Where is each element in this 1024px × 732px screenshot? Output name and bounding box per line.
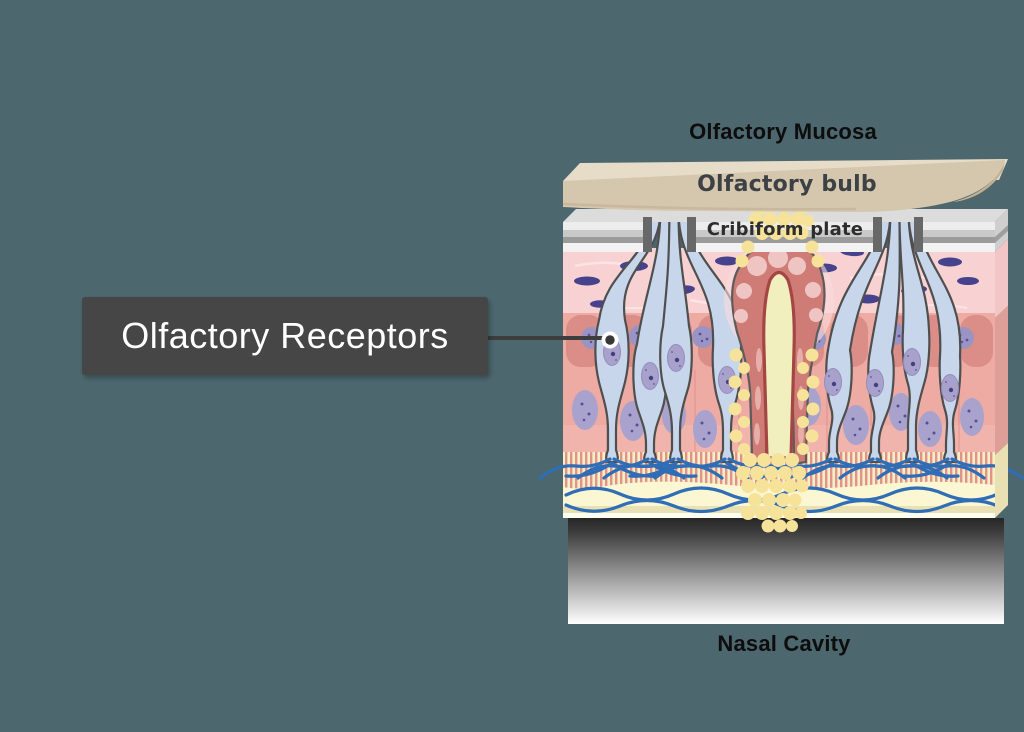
olfactory-receptor-neurons [594,208,962,464]
band-right-segment [923,222,995,252]
nasal-cavity-shadow [568,518,1004,624]
olfactory-receptors-callout[interactable]: Olfactory Receptors [82,297,488,375]
band-left-segment [563,222,643,252]
olfactory-bulb-banner [562,159,1008,212]
olfactory-mucosa-label: Olfactory Mucosa [689,119,877,144]
cribiform-plate-label: Cribiform plate [706,219,864,240]
marker-dot [605,335,615,345]
block-right-bevel [995,239,1008,518]
olfactory-bulb-label: Olfactory bulb [697,172,877,197]
nasal-cavity-label: Nasal Cavity [717,631,851,656]
callout-leader [486,331,619,349]
